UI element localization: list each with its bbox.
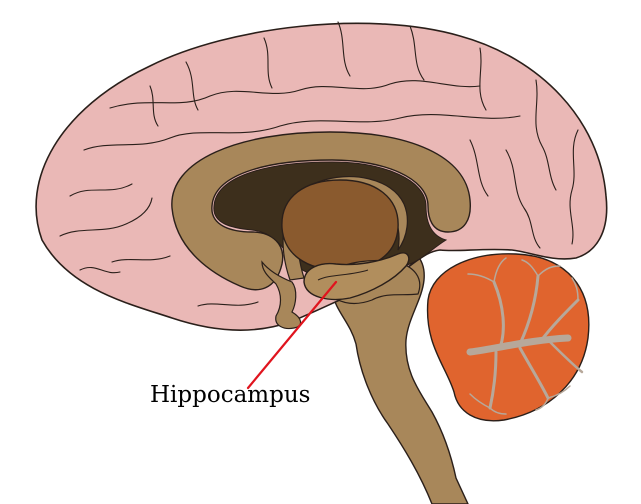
hippocampus-label: Hippocampus: [150, 382, 311, 408]
cortical-sulci: [59, 21, 579, 307]
hippocampus-leader-line: [246, 280, 338, 390]
thalamus: [281, 179, 399, 271]
arbor-vitae: [466, 257, 584, 415]
cerebellum: [426, 253, 590, 422]
hippocampus-fold: [317, 269, 369, 281]
pituitary-stalk: [261, 260, 302, 330]
